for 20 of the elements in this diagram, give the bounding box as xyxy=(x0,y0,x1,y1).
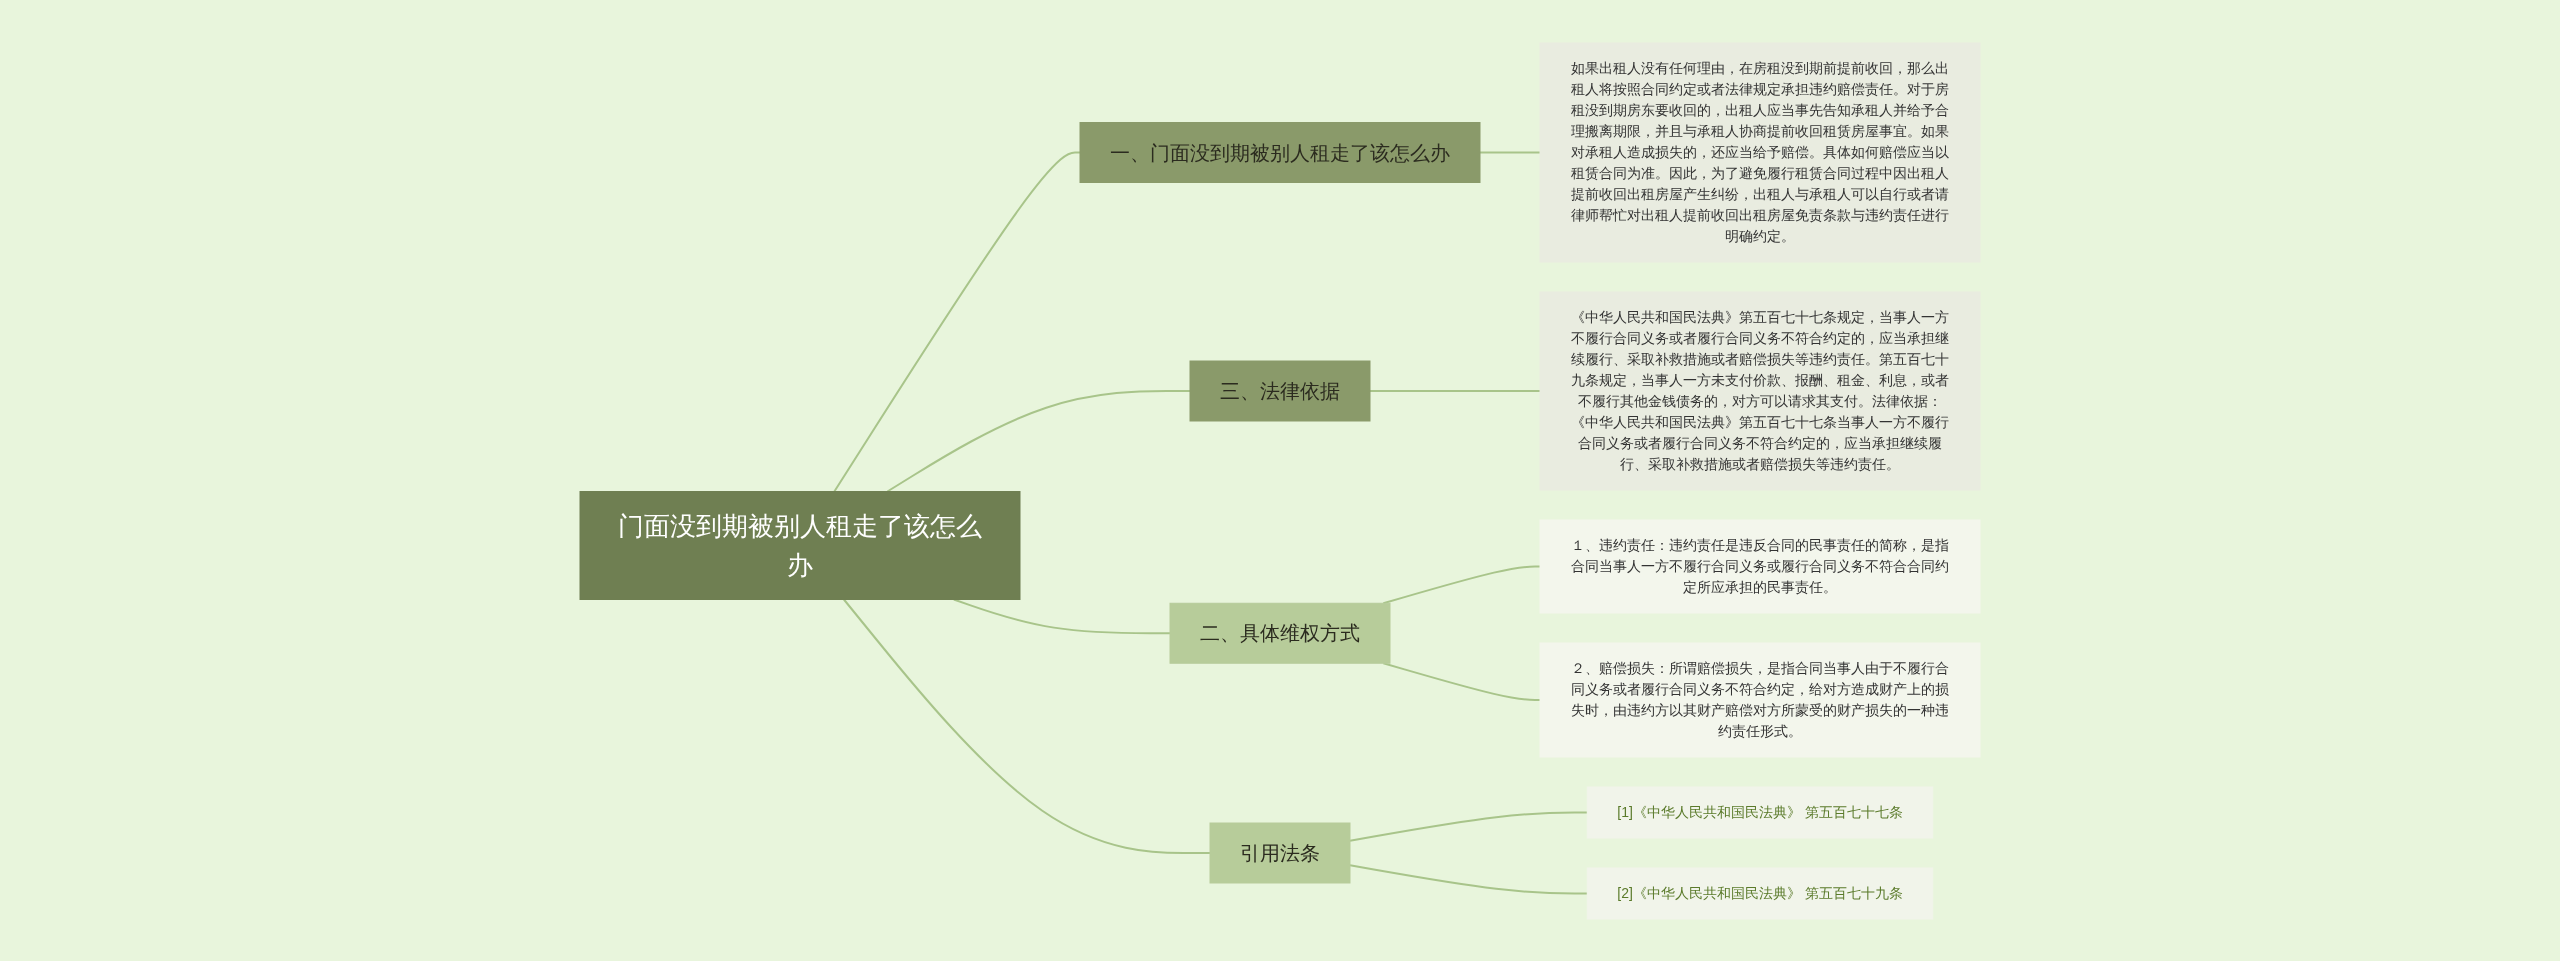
node-box: ２、赔偿损失：所谓赔偿损失，是指合同当事人由于不履行合同义务或者履行合同义务不符合约定，给对方造成财产上的损失时，由违约方以其财产赔偿对方所蒙受的财产损失的一种违约责任形式。 xyxy=(1539,642,1981,757)
connector xyxy=(1349,811,1589,842)
connector xyxy=(1479,151,1541,153)
node-box: 《中华人民共和国民法典》第五百七十七条规定，当事人一方不履行合同义务或者履行合同义务不符合约定的，应当承担继续履行、采取补救措施或者赔偿损失等违约责任。第五百七十九条规定，当事人一方未支付价款、报酬、租金、利息，或者不履行其他金钱债务的，对方可以请求其支付。法律依据：《中华人民共和国民法典》第五百七十七条当事人一方不履行合同义务或者履行合同义务不符合约定的，应当承担继续履行、采取补救措施或者赔偿损失等违约责任。 xyxy=(1539,291,1981,490)
node-box: １、违约责任：违约责任是违反合同的民事责任的简称，是指合同当事人一方不履行合同义务或履行合同义务不符合合同约定所应承担的民事责任。 xyxy=(1539,519,1981,613)
connector xyxy=(842,598,1211,854)
node-box: 三、法律依据 xyxy=(1189,360,1371,421)
connector xyxy=(1369,389,1541,392)
connector xyxy=(1382,661,1541,701)
node-box: [1]《中华人民共和国民法典》 第五百七十七条 xyxy=(1586,786,1934,838)
node-box: 引用法条 xyxy=(1209,822,1351,883)
node-box: 一、门面没到期被别人租走了该怎么办 xyxy=(1079,121,1481,183)
connector xyxy=(833,151,1081,492)
node-box: 二、具体维权方式 xyxy=(1169,602,1391,664)
node-box: 门面没到期被别人租走了该怎么办 xyxy=(579,490,1021,600)
connector xyxy=(886,389,1191,492)
node-box: [2]《中华人民共和国民法典》 第五百七十九条 xyxy=(1586,867,1934,919)
connector xyxy=(952,598,1171,634)
node-box: 如果出租人没有任何理由，在房租没到期前提前收回，那么出租人将按照合同约定或者法律规定承担违约赔偿责任。对于房租没到期房东要收回的，出租人应当事先告知承租人并给予合理搬离期限，并且与承租人协商提前收回租赁房屋事宜。如果对承租人造成损失的，还应当给予赔偿。具体如何赔偿应当以租赁合同为准。因此，为了避免履行租赁合同过程中因出租人提前收回出租房屋产生纠纷，出租人与承租人可以自行或者请律师帮忙对出租人提前收回出租房屋免责条款与违约责任进行明确约定。 xyxy=(1539,42,1981,262)
connector xyxy=(1349,863,1589,894)
